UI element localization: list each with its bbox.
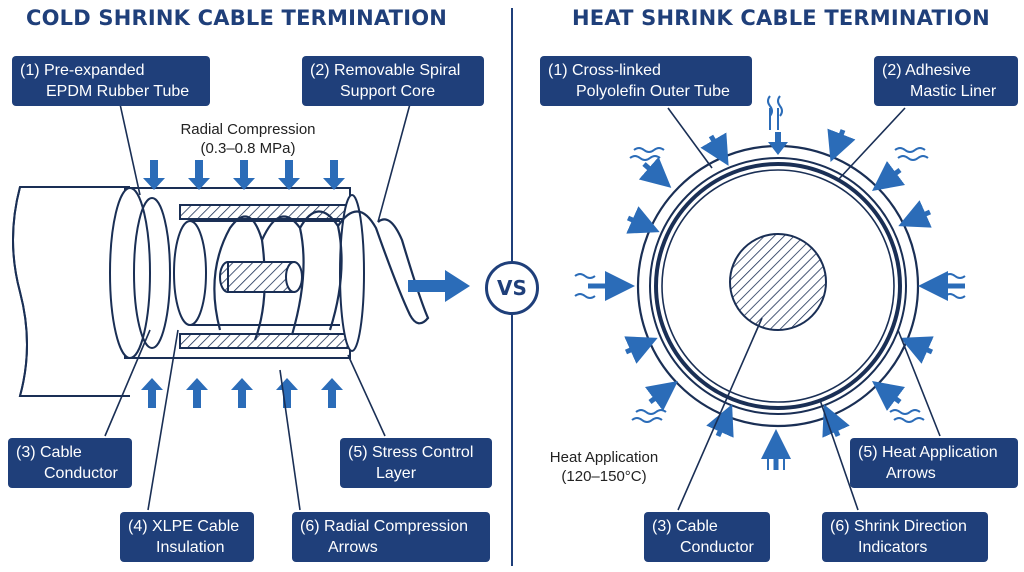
pull-direction-arrow bbox=[408, 270, 470, 302]
stress-control-layer-bottom bbox=[179, 333, 353, 349]
label-polyolefin-outer-tube: (1) Cross-linked Polyolefin Outer Tube bbox=[540, 56, 752, 106]
label-cable-conductor-right: (3) Cable Conductor bbox=[644, 512, 770, 562]
left-leader-lines bbox=[104, 103, 411, 511]
label-xlpe-insulation: (4) XLPE Cable Insulation bbox=[120, 512, 254, 562]
label-shrink-direction-indicators: (6) Shrink Direction Indicators bbox=[822, 512, 988, 562]
cable-conductor-left bbox=[227, 261, 295, 293]
heat-application-arrows bbox=[588, 108, 965, 470]
radial-compression-caption: Radial Compression (0.3–0.8 MPa) bbox=[180, 121, 316, 157]
label-radial-compression-arrows: (6) Radial Compression Arrows bbox=[292, 512, 490, 562]
label-heat-application-arrows: (5) Heat Application Arrows bbox=[850, 438, 1018, 488]
vs-badge: VS bbox=[485, 261, 539, 315]
heat-wave-marks bbox=[574, 95, 966, 470]
cold-shrink-title: COLD SHRINK CABLE TERMINATION bbox=[26, 6, 448, 30]
heat-shrink-drawing bbox=[636, 144, 920, 428]
label-stress-control-layer: (5) Stress Control Layer bbox=[340, 438, 492, 488]
cable-conductor-right bbox=[729, 233, 827, 331]
right-leader-lines bbox=[667, 107, 941, 511]
spiral-support-core bbox=[213, 210, 430, 341]
label-epdm-rubber-tube: (1) Pre-expanded EPDM Rubber Tube bbox=[12, 56, 210, 106]
cold-shrink-drawing bbox=[12, 186, 430, 397]
heat-shrink-title: HEAT SHRINK CABLE TERMINATION bbox=[572, 6, 990, 30]
heat-application-caption: Heat Application (120–150°C) bbox=[549, 449, 659, 485]
label-mastic-liner: (2) Adhesive Mastic Liner bbox=[874, 56, 1018, 106]
label-spiral-support-core: (2) Removable Spiral Support Core bbox=[302, 56, 484, 106]
mastic-liner bbox=[654, 162, 902, 410]
label-cable-conductor-left: (3) Cable Conductor bbox=[8, 438, 132, 488]
stress-control-layer-top bbox=[179, 204, 353, 220]
